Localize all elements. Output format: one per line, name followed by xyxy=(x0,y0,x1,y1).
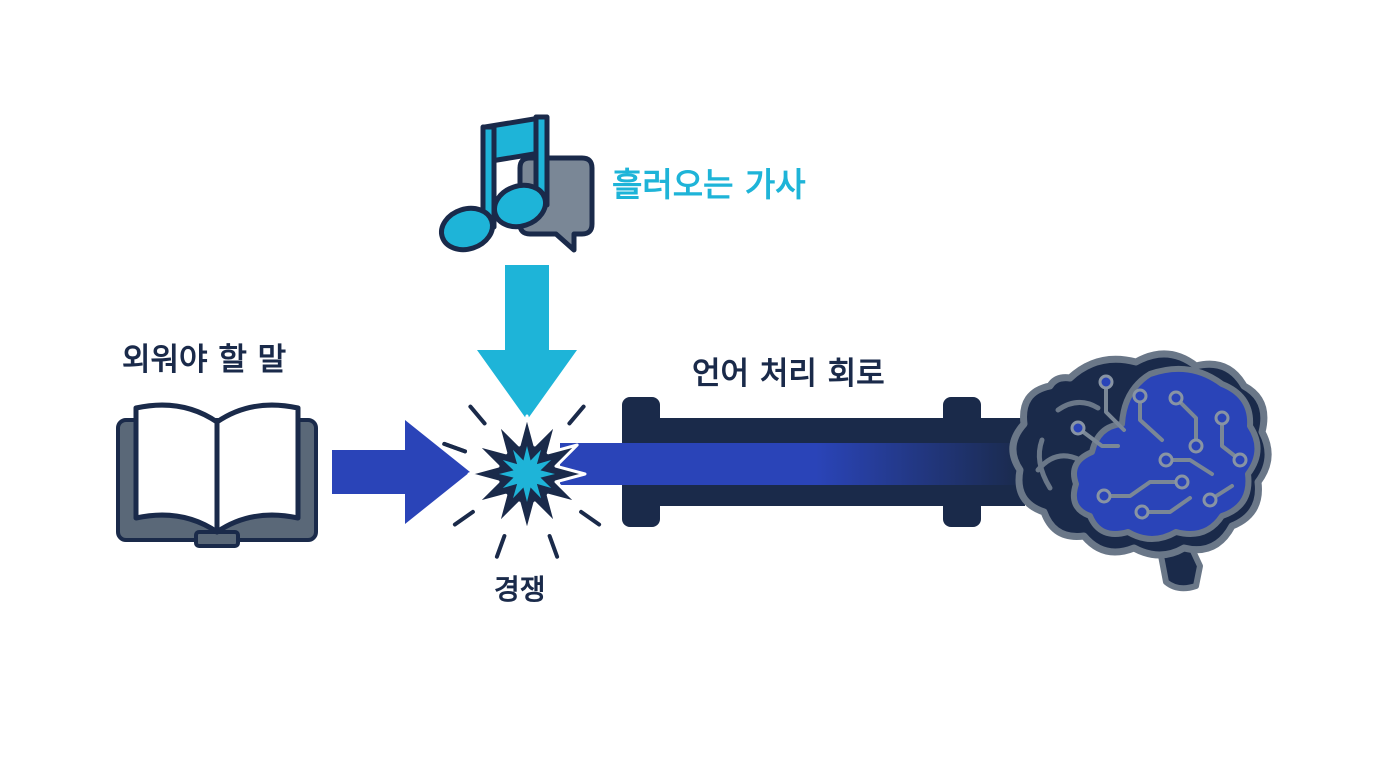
lyrics-arrow xyxy=(477,265,577,420)
collision-burst-icon xyxy=(442,404,602,559)
burst-ray xyxy=(452,509,475,527)
burst-ray xyxy=(494,534,507,559)
memorize-label: 외워야 할 말 xyxy=(122,342,287,378)
brain-circuit-icon xyxy=(1009,350,1272,592)
memorize-arrow xyxy=(332,420,470,524)
language-circuit-label: 언어 처리 회로 xyxy=(692,356,885,392)
burst-ray xyxy=(579,509,602,527)
signal-beam xyxy=(560,443,1025,485)
competition-label: 경쟁 xyxy=(494,573,546,606)
burst-ray xyxy=(547,534,560,559)
burst-ray xyxy=(468,404,487,426)
open-book-icon xyxy=(116,402,318,548)
lyrics-label: 흘러오는 가사 xyxy=(612,165,806,204)
music-note-icon xyxy=(439,114,550,253)
burst-ray xyxy=(442,441,467,454)
burst-ray xyxy=(567,404,586,426)
